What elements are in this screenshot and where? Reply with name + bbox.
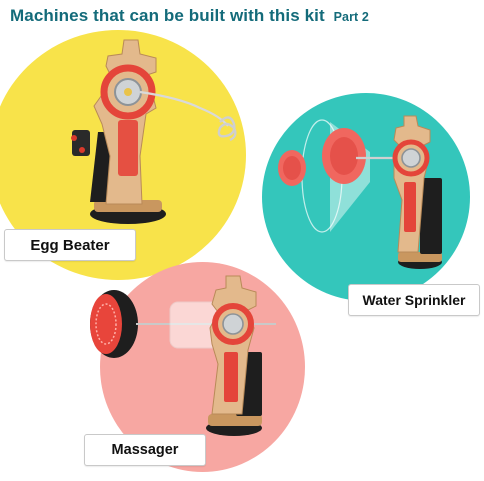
- water-sprinkler-illustration: [278, 115, 442, 269]
- massager-illustration: [90, 275, 276, 436]
- motor: [222, 313, 244, 335]
- motor: [401, 148, 421, 168]
- red-ring: [392, 139, 430, 177]
- whisk: [217, 116, 237, 142]
- body: [420, 178, 442, 254]
- egg-beater-label: Egg Beater: [4, 229, 136, 261]
- red-ring: [212, 303, 254, 345]
- massager-label: Massager: [84, 434, 206, 466]
- egg-beater-illustration: [71, 39, 237, 224]
- title-text: Machines that can be built with this kit: [10, 6, 325, 25]
- water-sprinkler-label: Water Sprinkler: [348, 284, 480, 316]
- massage-head-red: [90, 294, 122, 354]
- red-ring: [100, 64, 156, 120]
- part-label: Part 2: [333, 10, 369, 24]
- page-title: Machines that can be built with this kit…: [10, 6, 369, 26]
